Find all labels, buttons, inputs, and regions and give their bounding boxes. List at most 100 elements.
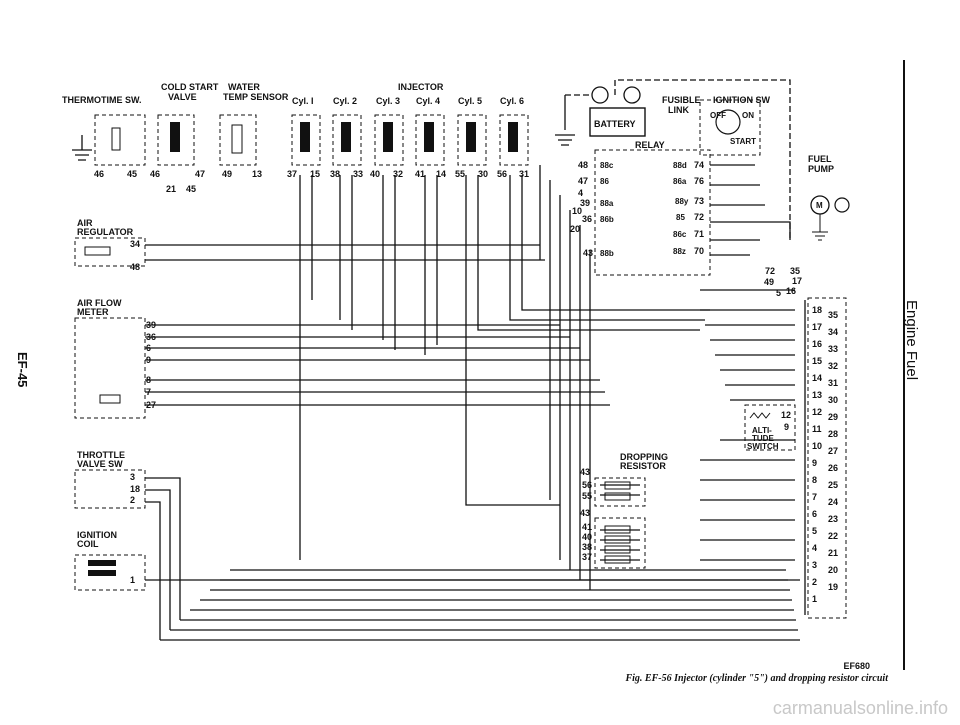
fusible-link-label-2: LINK xyxy=(668,105,689,115)
dropping-resistor-55-icon xyxy=(604,492,631,501)
thermotime-box xyxy=(94,114,146,166)
term-airreg-34: 34 xyxy=(130,239,140,249)
fuel-pump-ground-icon xyxy=(812,214,828,241)
cyl2-label: Cyl. 2 xyxy=(333,96,357,106)
wire-throttle xyxy=(145,477,181,640)
term-conn-20: 20 xyxy=(828,565,838,575)
term-dr-55: 55 xyxy=(582,491,592,501)
wire-injector-drops xyxy=(299,175,710,560)
term-throttle-2: 2 xyxy=(130,495,135,505)
injector-cyl6-coil-icon xyxy=(508,122,518,152)
term-inj-32: 32 xyxy=(393,169,403,179)
term-alt-12: 12 xyxy=(781,410,791,420)
afm-resistor-icon xyxy=(99,394,121,404)
fuel-pump-gauge-icon xyxy=(834,197,850,213)
term-relay-88b: 88b xyxy=(600,249,614,258)
term-coil-1: 1 xyxy=(130,575,135,585)
term-conn-9: 9 xyxy=(812,458,817,468)
term-relay-85: 85 xyxy=(676,213,685,222)
term-dr-37: 37 xyxy=(582,552,592,562)
cold-start-label-2: VALVE xyxy=(168,92,197,102)
term-conn-17: 17 xyxy=(812,322,822,332)
term-cold-21: 21 xyxy=(166,184,176,194)
term-inj-38: 38 xyxy=(330,169,340,179)
cold-start-box xyxy=(157,114,195,166)
term-conn-22: 22 xyxy=(828,531,838,541)
term-conn-4: 4 xyxy=(812,543,817,553)
term-relay-47: 47 xyxy=(578,176,588,186)
water-temp-label-2: TEMP SENSOR xyxy=(223,92,289,102)
term-throttle-18: 18 xyxy=(130,484,140,494)
term-relay-88d: 88d xyxy=(673,161,687,170)
cyl1-label: Cyl. I xyxy=(292,96,314,106)
term-conn-35: 35 xyxy=(828,310,838,320)
injector-cyl2-box xyxy=(332,114,362,166)
relay-box xyxy=(594,149,711,276)
term-conn-23: 23 xyxy=(828,514,838,524)
fuel-pump-motor-label: M xyxy=(816,201,823,210)
fusible-link-label-1: FUSIBLE xyxy=(662,95,701,105)
term-inj-30: 30 xyxy=(478,169,488,179)
term-conn-8: 8 xyxy=(812,475,817,485)
dropping-resistor-38-icon xyxy=(604,545,631,554)
dropping-resistor-40-icon xyxy=(604,535,631,544)
term-conn-15: 15 xyxy=(812,356,822,366)
relay-label: RELAY xyxy=(635,140,665,150)
injector-cyl1-coil-icon xyxy=(300,122,310,152)
ignition-box xyxy=(699,99,761,156)
term-relay-43: 43 xyxy=(583,248,593,258)
term-conn-19: 19 xyxy=(828,582,838,592)
term-afm-8: 8 xyxy=(146,375,151,385)
dropping-resistor-56-icon xyxy=(604,481,631,490)
term-inj-15: 15 xyxy=(310,169,320,179)
ignition-coil-label-1: IGNITION xyxy=(77,530,117,540)
term-conn-14: 14 xyxy=(812,373,822,383)
water-temp-element-icon xyxy=(231,124,243,154)
thermotime-element-icon xyxy=(111,127,121,151)
ignition-coil-box xyxy=(74,554,146,591)
altitude-spring-icon xyxy=(749,412,771,419)
connector-box xyxy=(807,297,847,619)
dropping-res-box-bottom xyxy=(594,517,646,569)
term-inj-55: 55 xyxy=(455,169,465,179)
dropping-resistor-41-icon xyxy=(604,525,631,534)
term-pump-49: 49 xyxy=(764,277,774,287)
term-conn-31: 31 xyxy=(828,378,838,388)
term-conn-27: 27 xyxy=(828,446,838,456)
term-relay-88z: 88z xyxy=(673,247,686,256)
term-conn-10: 10 xyxy=(812,441,822,451)
throttle-label-1: THROTTLE xyxy=(77,450,125,460)
term-throttle-3: 3 xyxy=(130,472,135,482)
term-relay-74: 74 xyxy=(694,160,704,170)
term-conn-25: 25 xyxy=(828,480,838,490)
term-relay-86b: 86b xyxy=(600,215,614,224)
altitude-label-2: TUDE xyxy=(752,434,774,443)
term-conn-5: 5 xyxy=(812,526,817,536)
wire-connector-fan xyxy=(700,289,795,561)
injector-cyl3-box xyxy=(374,114,404,166)
cold-start-label-1: COLD START xyxy=(161,82,219,92)
term-conn-29: 29 xyxy=(828,412,838,422)
injector-cyl6-box xyxy=(499,114,529,166)
term-conn-18: 18 xyxy=(812,305,822,315)
altitude-label-1: ALTI- xyxy=(752,426,772,435)
term-pump-35: 35 xyxy=(790,266,800,276)
dropping-resistor-37-icon xyxy=(604,555,631,564)
ignition-coil-winding-icon-2 xyxy=(88,570,116,576)
term-relay-88c: 88c xyxy=(600,161,614,170)
term-airreg-48: 48 xyxy=(130,262,140,272)
air-regulator-label-1: AIR xyxy=(77,218,93,228)
term-conn-30: 30 xyxy=(828,395,838,405)
term-conn-21: 21 xyxy=(828,548,838,558)
term-afm-6: 6 xyxy=(146,343,151,353)
page-divider xyxy=(903,60,905,670)
term-pump-16: 16 xyxy=(786,286,796,296)
throttle-label-2: VALVE SW xyxy=(77,459,123,469)
air-flow-meter-label-1: AIR FLOW xyxy=(77,298,122,308)
term-inj-31: 31 xyxy=(519,169,529,179)
term-conn-34: 34 xyxy=(828,327,838,337)
term-inj-33: 33 xyxy=(353,169,363,179)
air-flow-meter-label-2: METER xyxy=(77,307,109,317)
term-cold-45: 45 xyxy=(186,184,196,194)
term-alt-9: 9 xyxy=(784,422,789,432)
